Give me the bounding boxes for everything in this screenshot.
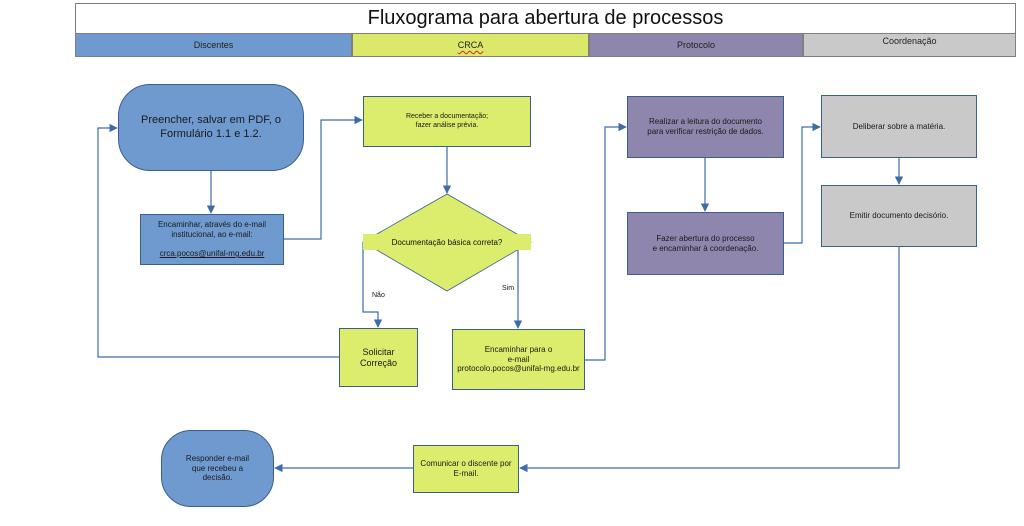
node-encaminhar-email: Encaminhar, através do e-mail institucio… [140,214,284,265]
node-emitir-documento: Emitir documento decisório. [821,185,977,247]
connector-abertura-deliberar [784,122,821,244]
diagram-title: Fluxograma para abertura de processos [75,3,1016,34]
connector-decisao-nao [362,242,383,328]
node-comunicar-discente: Comunicar o discente por E-mail. [413,445,519,493]
lane-coordenacao: Coordenação [803,34,1016,57]
node-encaminhar-protocolo: Encaminhar para o e-mail protocolo.pocos… [452,329,585,390]
node-solicitar-correcao: Solicitar Correção [339,328,418,387]
lane-crca: CRCA [352,34,589,57]
node-abertura-processo: Fazer abertura do processo e encaminhar … [627,212,784,275]
node-realizar-leitura: Realizar a leitura do documento para ver… [627,96,784,158]
lane-discentes: Discentes [75,34,352,57]
connector-decisao-sim [513,241,531,329]
node-encaminhar-email-text: Encaminhar, através do e-mail institucio… [157,220,267,239]
node-deliberar-materia: Deliberar sobre a matéria. [821,95,977,158]
decision-label: Documentação básica correta? [363,234,531,250]
lane-protocolo: Protocolo [589,34,803,57]
lane-crca-label: CRCA [457,40,484,50]
connector-protocolo-leitura [585,122,627,361]
edge-label-sim: Sim [502,285,515,292]
node-responder-email: Responder e-mail que recebeu a decisão. [161,430,274,507]
node-receber-documentacao: Receber a documentação; fazer análise pr… [363,96,531,147]
node-preencher-formulario: Preencher, salvar em PDF, o Formulário 1… [118,84,304,171]
node-encaminhar-email-address: crca.pocos@unifal-mg.edu.br [159,249,265,259]
edge-label-nao: Não [372,292,385,299]
